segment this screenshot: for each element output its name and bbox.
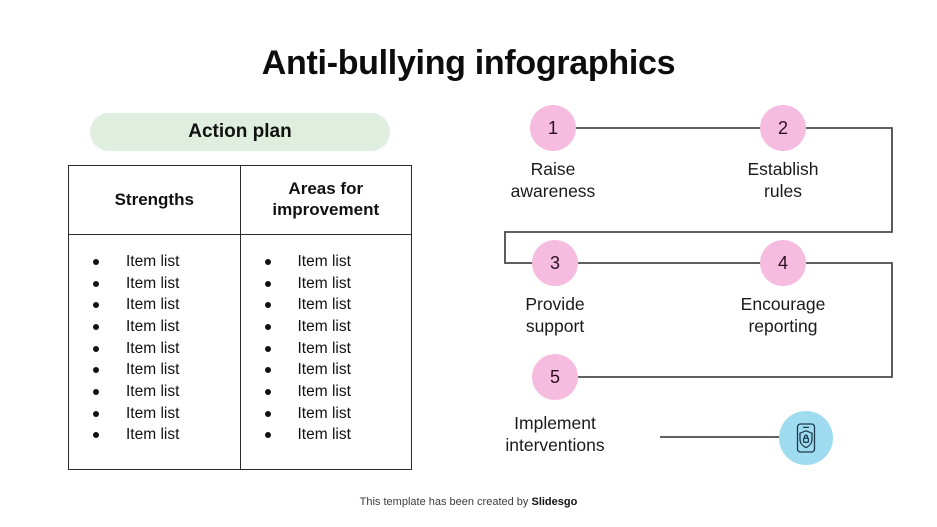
list-item: Item list: [264, 294, 351, 316]
step-3-badge[interactable]: 3: [532, 240, 578, 286]
footer-text: This template has been created by: [359, 496, 532, 508]
table-header-row: Strengths Areas for improvement: [69, 166, 411, 235]
list-item: Item list: [264, 251, 351, 273]
mobile-shield-lock-icon: [779, 411, 833, 465]
list-item-label: Item list: [297, 252, 351, 270]
bullet-icon: [264, 432, 271, 439]
list-item: Item list: [93, 273, 179, 295]
list-item-label: Item list: [297, 426, 351, 444]
list-item-label: Item list: [126, 317, 180, 335]
page-title: Anti-bullying infographics: [261, 44, 676, 82]
bullet-icon: [93, 388, 99, 395]
list-item: Item list: [264, 273, 351, 295]
list-item-label: Item list: [126, 382, 180, 400]
bullet-icon: [93, 432, 99, 439]
list-item: Item list: [264, 316, 351, 338]
list-item-label: Item list: [297, 382, 351, 400]
step-5-badge[interactable]: 5: [532, 354, 578, 400]
action-plan-table: Strengths Areas for improvement Item lis…: [68, 165, 412, 470]
bullet-icon: [93, 367, 99, 374]
bullet-icon: [264, 388, 271, 395]
list-item: Item list: [93, 359, 179, 381]
bullet-icon: [93, 410, 99, 417]
list-item-label: Item list: [126, 339, 180, 357]
bullet-icon: [264, 280, 271, 287]
step-2-number: 2: [777, 117, 788, 138]
bullet-icon: [264, 410, 271, 417]
list-item: Item list: [93, 403, 179, 425]
list-item-label: Item list: [126, 274, 180, 292]
list-item-label: Item list: [297, 296, 351, 314]
list-item-label: Item list: [297, 339, 351, 357]
list-item-label: Item list: [126, 426, 180, 444]
step-1-badge[interactable]: 1: [530, 105, 576, 151]
bullet-icon: [93, 258, 99, 265]
bullet-icon: [93, 345, 99, 352]
step-5-number: 5: [549, 366, 560, 387]
list-item: Item list: [93, 294, 179, 316]
list-item-label: Item list: [297, 274, 351, 292]
list-item: Item list: [264, 338, 351, 360]
list-item: Item list: [264, 403, 351, 425]
list-item: Item list: [93, 316, 179, 338]
footer-credit: This template has been created by Slides…: [0, 496, 937, 508]
list-item: Item list: [264, 381, 351, 403]
step-3-number: 3: [549, 252, 560, 273]
list-item-label: Item list: [126, 404, 180, 422]
list-item: Item list: [93, 338, 179, 360]
bullet-icon: [264, 323, 271, 330]
list-item-label: Item list: [126, 296, 180, 314]
list-item: Item list: [264, 359, 351, 381]
bullet-icon: [264, 345, 271, 352]
bullet-icon: [93, 280, 99, 287]
bullet-icon: [93, 302, 99, 309]
bullet-icon: [264, 302, 271, 309]
action-plan-heading-label: Action plan: [188, 121, 292, 142]
list-item-label: Item list: [297, 317, 351, 335]
list-item: Item list: [93, 381, 179, 403]
step-4-number: 4: [777, 252, 788, 273]
table-header-strengths: Strengths: [69, 166, 241, 234]
footer-brand: Slidesgo: [531, 496, 578, 508]
action-plan-heading: Action plan: [90, 113, 390, 151]
list-item-label: Item list: [297, 404, 351, 422]
list-item-label: Item list: [126, 252, 180, 270]
step-1-number: 1: [547, 117, 558, 138]
list-item: Item list: [93, 251, 179, 273]
list-item-label: Item list: [126, 361, 180, 379]
mobile-shield-lock-glyph: [796, 423, 816, 453]
step-2-badge[interactable]: 2: [760, 105, 806, 151]
list-item: Item list: [93, 425, 179, 447]
bullet-icon: [264, 258, 271, 265]
list-item-label: Item list: [297, 361, 351, 379]
bullet-icon: [264, 367, 271, 374]
list-item: Item list: [264, 425, 351, 447]
table-header-areas-for-improvement: Areas for improvement: [272, 179, 380, 219]
bullet-icon: [93, 323, 99, 330]
step-4-badge[interactable]: 4: [760, 240, 806, 286]
